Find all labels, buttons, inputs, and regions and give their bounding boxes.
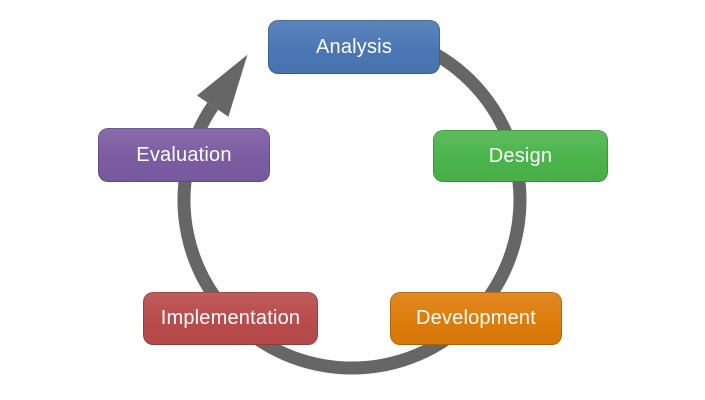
step-label-implementation: Implementation (160, 307, 301, 329)
step-box-analysis: Analysis (268, 20, 440, 74)
cycle-arrowhead-icon (197, 54, 248, 117)
step-box-design: Design (433, 130, 608, 182)
step-label-analysis: Analysis (315, 35, 393, 58)
step-box-development: Development (390, 292, 562, 345)
step-label-evaluation: Evaluation (136, 143, 232, 166)
step-box-implementation: Implementation (143, 292, 318, 345)
step-label-design: Design (488, 144, 553, 167)
step-box-evaluation: Evaluation (98, 128, 270, 182)
step-label-development: Development (415, 307, 537, 329)
